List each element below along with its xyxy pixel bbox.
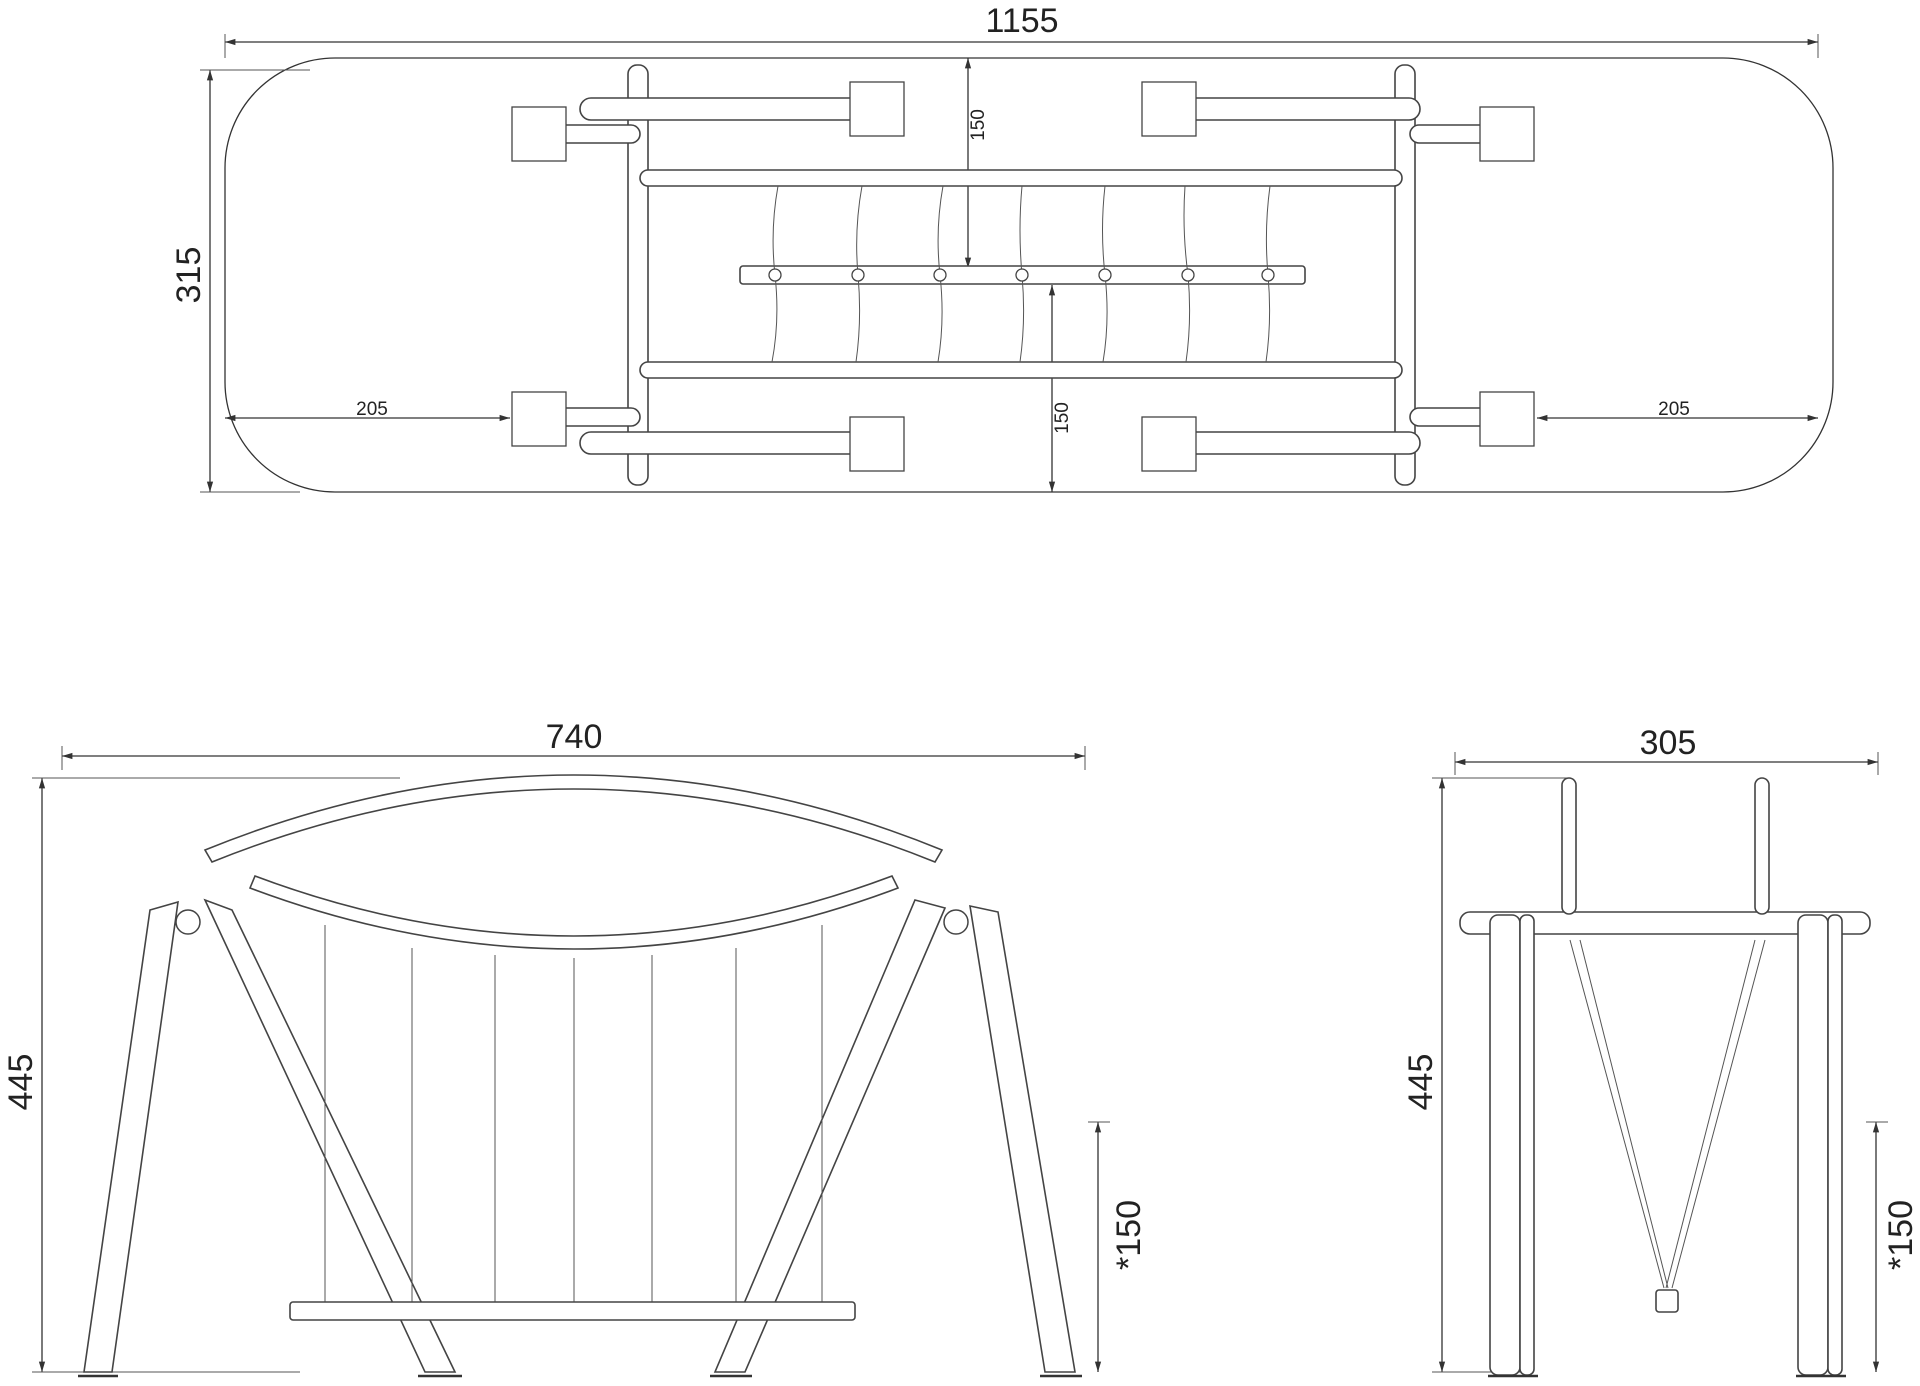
top-offset-right-label: 205 <box>1658 399 1690 420</box>
side-fall-height-label: *150 <box>1882 1200 1920 1270</box>
top-depth-label: 315 <box>170 247 208 304</box>
top-clearance-b-label: 150 <box>1052 402 1073 434</box>
top-clearance-a-label: 150 <box>968 109 989 141</box>
front-width-label: 740 <box>546 718 603 756</box>
side-posts <box>1489 914 1843 1376</box>
safety-zone-outline <box>224 57 1834 493</box>
front-view: 740 445 *150 <box>2 718 1148 1378</box>
side-height-label: 445 <box>1402 1054 1440 1111</box>
side-upper-pipe-left <box>1561 777 1577 915</box>
side-upper-pipe-right <box>1754 777 1770 915</box>
front-upper-arch <box>203 774 944 864</box>
front-lower-arch <box>248 874 900 950</box>
front-fall-height-label: *150 <box>1110 1200 1148 1270</box>
frame-post-right <box>1394 64 1416 486</box>
front-bottom-beam <box>289 1301 856 1321</box>
front-legs <box>83 898 1076 1373</box>
side-width-label: 305 <box>1640 724 1697 762</box>
side-ropes <box>1569 939 1766 1289</box>
top-rope-clamps <box>768 268 1275 282</box>
top-view: 1155 315 205 205 150 150 <box>170 2 1834 493</box>
frame-rail-top <box>639 169 1403 187</box>
top-offset-left-label: 205 <box>356 399 388 420</box>
frame-rail-bottom <box>639 361 1403 379</box>
frame-post-left <box>627 64 649 486</box>
front-height-label: 445 <box>2 1054 40 1111</box>
top-base-plates <box>511 81 1535 472</box>
side-beam-end <box>1655 1289 1679 1313</box>
front-joints <box>175 909 969 935</box>
side-view: 305 445 *150 <box>1402 724 1920 1378</box>
front-ropes <box>324 925 823 1302</box>
top-width-label: 1155 <box>985 2 1058 40</box>
side-top-rail <box>1459 911 1871 935</box>
